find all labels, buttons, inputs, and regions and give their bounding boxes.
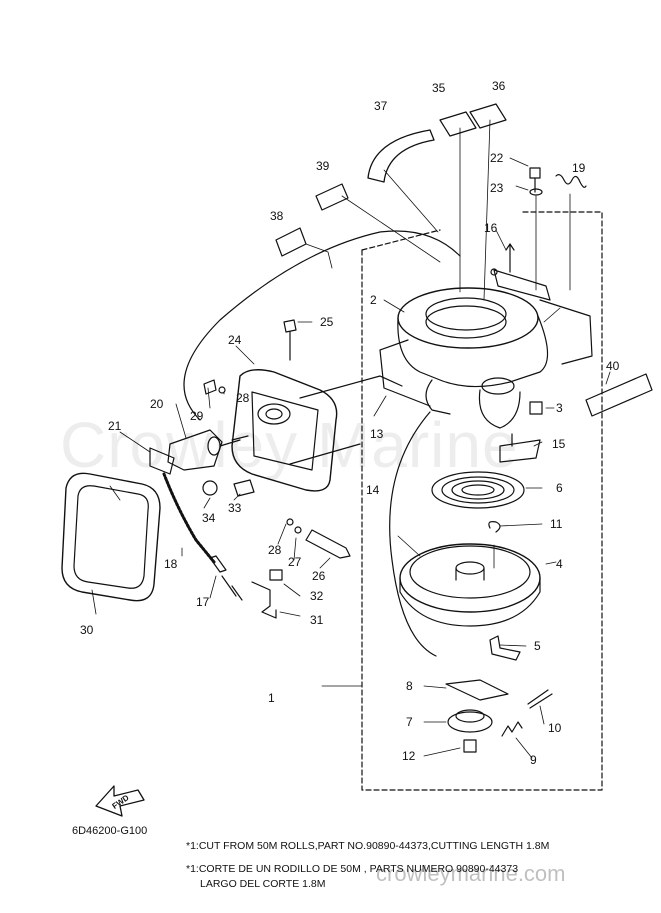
callout-10: 10 (548, 721, 562, 735)
part-18-cable (162, 472, 216, 564)
part-19-spring (555, 174, 587, 188)
part-29-nut (203, 379, 217, 395)
part-10-spring (527, 689, 553, 709)
callout-28b: 28 (268, 543, 282, 557)
part-14-rope-upper (183, 230, 461, 421)
part-25-bolt (283, 319, 297, 361)
part-3-bolt (529, 401, 543, 415)
callout-22: 22 (490, 151, 504, 165)
part-8-plate (445, 679, 509, 701)
callout-8: 8 (406, 679, 413, 693)
part-24-handle (231, 369, 338, 492)
drawing-code: 6D46200-G100 (72, 825, 148, 837)
callout-1: 1 (268, 691, 275, 705)
part-2-boss (481, 377, 515, 395)
callout-37: 37 (374, 99, 388, 113)
callout-15: 15 (552, 437, 566, 451)
part-12-bolt (463, 739, 477, 753)
part-9-spring (501, 721, 523, 737)
watermark-url: crowleymarine.com (376, 861, 566, 886)
callout-26: 26 (312, 569, 326, 583)
part-36-plate (469, 103, 507, 129)
callout-leaders (91, 157, 611, 759)
callout-25: 25 (320, 315, 334, 329)
callout-13: 13 (370, 427, 384, 441)
assembly-boundary-top (361, 229, 441, 251)
callout-36: 36 (492, 79, 506, 93)
part-4-pulley (399, 543, 541, 613)
part-20-lever (167, 429, 223, 471)
callout-24: 24 (228, 333, 242, 347)
callout-29: 29 (190, 409, 204, 423)
footnote-spanish: *1:CORTE DE UN RODILLO DE 50M , PARTS NU… (186, 863, 519, 875)
part-30-filter (61, 472, 161, 602)
callout-16: 16 (484, 221, 498, 235)
callout-18: 18 (164, 557, 178, 571)
callout-30: 30 (80, 623, 94, 637)
assembly-boundary (361, 211, 603, 791)
part-38-plate (275, 227, 307, 257)
callout-40: 40 (606, 359, 620, 373)
part-40-strip (585, 373, 653, 417)
callout-23: 23 (490, 181, 504, 195)
callout-9: 9 (530, 753, 537, 767)
callout-12: 12 (402, 749, 416, 763)
callout-34: 34 (202, 511, 216, 525)
footnote-spanish-length: LARGO DEL CORTE 1.8M (200, 878, 326, 890)
part-7-cover (447, 711, 493, 733)
callout-17: 17 (196, 595, 210, 609)
callout-4: 4 (556, 557, 563, 571)
part-23-washer (529, 188, 543, 196)
callout-21: 21 (108, 419, 122, 433)
watermark: Crowley Marine (60, 409, 519, 481)
fwd-arrow (95, 785, 145, 817)
part-33-tab (233, 479, 255, 497)
callout-6: 6 (556, 481, 563, 495)
callout-2: 2 (370, 293, 377, 307)
part-28-washer (286, 518, 294, 526)
part-16-pin (505, 243, 515, 273)
part-39-plate (315, 183, 349, 211)
callout-35: 35 (432, 81, 446, 95)
part-6-spring (431, 471, 525, 509)
part-34-grommet (202, 480, 218, 496)
part-14-rope (389, 411, 437, 657)
callout-3: 3 (556, 401, 563, 415)
callout-11: 11 (550, 517, 563, 531)
part-15-bracket (499, 433, 541, 463)
part-2-housing-top (397, 287, 539, 349)
callout-38: 38 (270, 209, 284, 223)
part-35-plate (439, 111, 477, 137)
footnote-english: *1:CUT FROM 50M ROLLS,PART NO.90890-4437… (186, 840, 550, 852)
callout-20: 20 (150, 397, 164, 411)
part-31-bracket (251, 581, 277, 619)
part-5-pawl (489, 635, 521, 661)
callout-32: 32 (310, 589, 324, 603)
callout-39: 39 (316, 159, 330, 173)
part-37-tape (367, 129, 435, 183)
callout-5: 5 (534, 639, 541, 653)
part-26-bolt (305, 529, 351, 559)
callout-33: 33 (228, 501, 242, 515)
part-27-washer (294, 526, 302, 534)
callout-14: 14 (366, 483, 380, 497)
callout-19: 19 (572, 161, 586, 175)
callout-28a: 28 (236, 391, 250, 405)
callout-7: 7 (406, 715, 413, 729)
part-11-clip (488, 521, 501, 533)
callout-31: 31 (310, 613, 324, 627)
part-22-bolt (529, 167, 541, 193)
callout-27: 27 (288, 555, 302, 569)
